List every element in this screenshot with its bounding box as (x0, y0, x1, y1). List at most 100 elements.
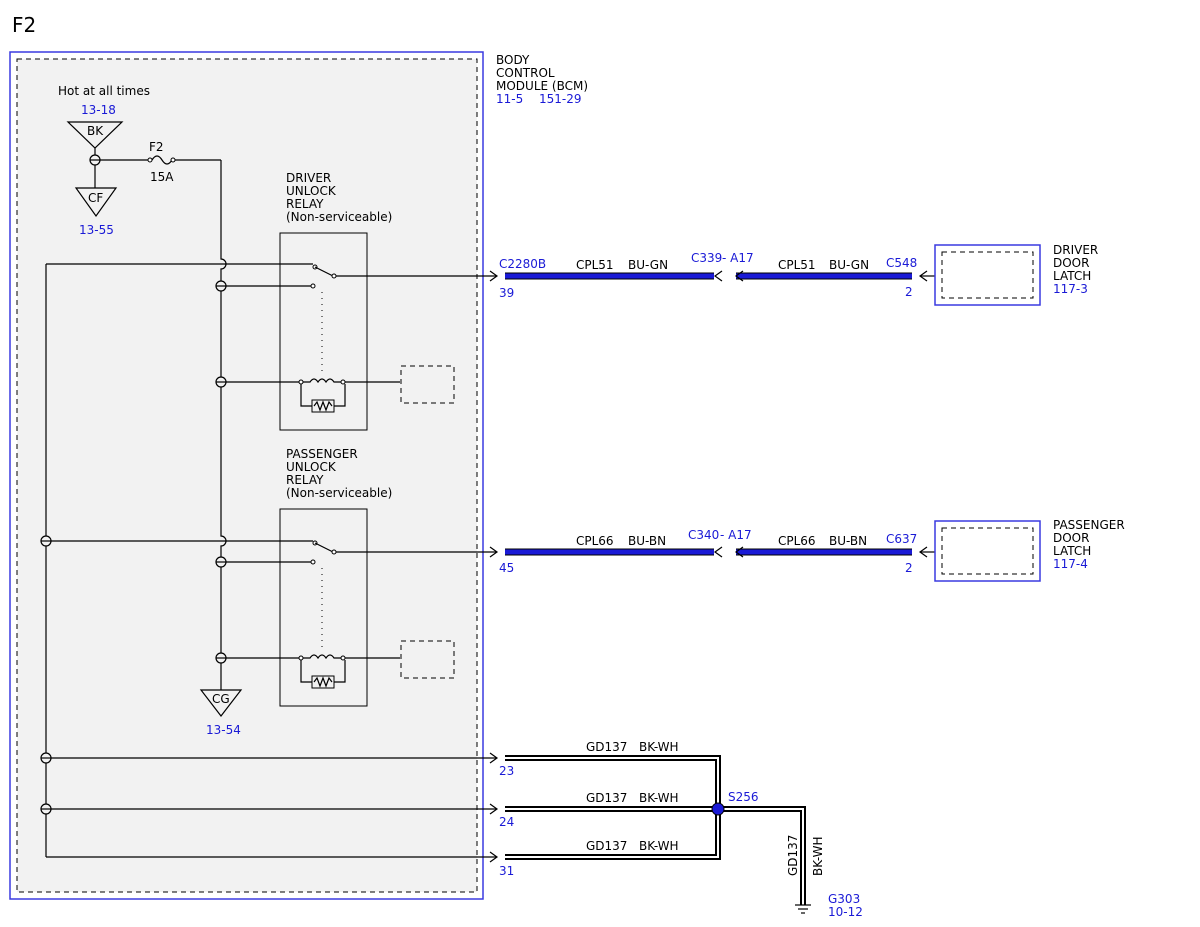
driver-wire-b-arrow (734, 270, 744, 282)
passenger-inline-connector[interactable]: C340 (688, 528, 719, 542)
bcm-title-line: MODULE (BCM) (496, 79, 588, 93)
bk-bus-label: BK (87, 124, 104, 138)
driver-bcm-connector[interactable]: C2280B (499, 257, 546, 271)
bcm-title-line: CONTROL (496, 66, 555, 80)
passenger-relay-coil (303, 654, 342, 660)
splice-label[interactable]: S256 (728, 790, 759, 804)
splice-s256[interactable] (711, 802, 725, 816)
driver-relay-coil (303, 378, 342, 384)
driver-color-b: BU-GN (829, 258, 869, 272)
ground-pin-arrow (489, 752, 499, 764)
driver-latch-pin: 2 (905, 285, 913, 299)
ground-circuit: GD137 (586, 839, 627, 853)
ground-color: BK-WH (639, 839, 679, 853)
ground-color: BK-WH (639, 740, 679, 754)
passenger-latch-connector[interactable]: C637 (886, 532, 917, 546)
cg-ground-triangle (199, 689, 243, 717)
passenger-relay-title-line: PASSENGER (286, 447, 358, 461)
power-label: Hot at all times (58, 84, 150, 98)
bcm-ref-link[interactable]: 11-5 (496, 92, 523, 106)
driver-bcm-pin-arrow (489, 270, 499, 282)
passenger-relay-common (331, 549, 337, 555)
cf-ground-label: CF (88, 191, 103, 205)
ground-circuit: GD137 (586, 740, 627, 754)
ground-point-name[interactable]: G303 (828, 892, 860, 906)
driver-relay-box (279, 232, 368, 431)
fuse-rating: 15A (150, 170, 174, 184)
ground-harness (505, 755, 806, 905)
passenger-door-latch-inner (941, 527, 1034, 575)
ground-pin: 23 (499, 764, 514, 778)
bcm-module-inner (16, 58, 478, 893)
driver-latch-ref-link[interactable]: 117-3 (1053, 282, 1088, 296)
driver-latch-title: DRIVER (1053, 243, 1098, 257)
splice-vertical-color: BK-WH (811, 836, 825, 876)
passenger-inline-pin: - A17 (720, 528, 752, 542)
splice-vertical-circuit: GD137 (786, 835, 800, 876)
cg-ground-ref-link[interactable]: 13-54 (206, 723, 241, 737)
passenger-relay-switch (314, 542, 334, 553)
passenger-latch-title: PASSENGER (1053, 518, 1125, 532)
driver-latch-connector[interactable]: C548 (886, 256, 917, 270)
driver-relay-common (331, 273, 337, 279)
cg-ground-label: CG (212, 692, 230, 706)
driver-door-latch-inner (941, 251, 1034, 299)
driver-door-latch-box (934, 244, 1041, 306)
passenger-door-latch-box (934, 520, 1041, 582)
driver-inline-pin: - A17 (722, 251, 754, 265)
passenger-latch-pin: 2 (905, 561, 913, 575)
driver-latch-title: DOOR (1053, 256, 1089, 270)
ground-pin: 24 (499, 815, 514, 829)
power-ref-link[interactable]: 13-18 (81, 103, 116, 117)
bcm-title-line: BODY (496, 53, 530, 67)
passenger-relay-title-line: RELAY (286, 473, 324, 487)
driver-relay-title-line: RELAY (286, 197, 324, 211)
driver-relay-title-line: (Non-serviceable) (286, 210, 392, 224)
ground-symbol-icon (795, 904, 811, 914)
passenger-circuit-b: CPL66 (778, 534, 816, 548)
bcm-title: BODY CONTROL MODULE (BCM) 11-5 151-29 (496, 53, 588, 106)
driver-bcm-pin: 39 (499, 286, 514, 300)
passenger-latch-title: DOOR (1053, 531, 1089, 545)
ground-circuit: GD137 (586, 791, 627, 805)
bcm-ref-link[interactable]: 151-29 (539, 92, 582, 106)
driver-relay-title-line: UNLOCK (286, 184, 337, 198)
cf-ground-triangle (74, 187, 118, 218)
passenger-color-b: BU-BN (829, 534, 867, 548)
cf-ground-ref-link[interactable]: 13-55 (79, 223, 114, 237)
fuse-name: F2 (149, 140, 164, 154)
driver-inline-arrow (713, 270, 723, 282)
driver-circuit-b: CPL51 (778, 258, 816, 272)
ground-pin: 31 (499, 864, 514, 878)
passenger-latch-arrow (918, 546, 928, 558)
driver-color-a: BU-GN (628, 258, 668, 272)
driver-inline-connector[interactable]: C339 (691, 251, 722, 265)
driver-relay-title-line: DRIVER (286, 171, 331, 185)
passenger-color-a: BU-BN (628, 534, 666, 548)
passenger-bcm-pin-arrow (489, 546, 499, 558)
passenger-wire-b-arrow (734, 546, 744, 558)
driver-latch-arrow (918, 270, 928, 282)
passenger-relay-title-line: UNLOCK (286, 460, 337, 474)
passenger-relay-title-line: (Non-serviceable) (286, 486, 392, 500)
passenger-relay-box (279, 508, 368, 707)
driver-latch-title: LATCH (1053, 269, 1091, 283)
passenger-circuit-a: CPL66 (576, 534, 614, 548)
fuse-symbol (151, 155, 173, 165)
ground-pin-arrow (489, 803, 499, 815)
ground-color: BK-WH (639, 791, 679, 805)
passenger-bcm-pin: 45 (499, 561, 514, 575)
driver-relay-switch (314, 266, 334, 277)
ground-point-ref-link[interactable]: 10-12 (828, 905, 863, 919)
driver-circuit-a: CPL51 (576, 258, 614, 272)
bk-bus-triangle (66, 121, 124, 149)
passenger-latch-ref-link[interactable]: 117-4 (1053, 557, 1088, 571)
feed-bus (220, 160, 227, 690)
passenger-inline-arrow (713, 546, 723, 558)
passenger-latch-title: LATCH (1053, 544, 1091, 558)
page-label: F2 (12, 13, 36, 37)
ground-pin-arrow (489, 851, 499, 863)
driver-relay-title: DRIVER UNLOCK RELAY (Non-serviceable) (286, 171, 392, 224)
passenger-relay-title: PASSENGER UNLOCK RELAY (Non-serviceable) (286, 447, 392, 500)
